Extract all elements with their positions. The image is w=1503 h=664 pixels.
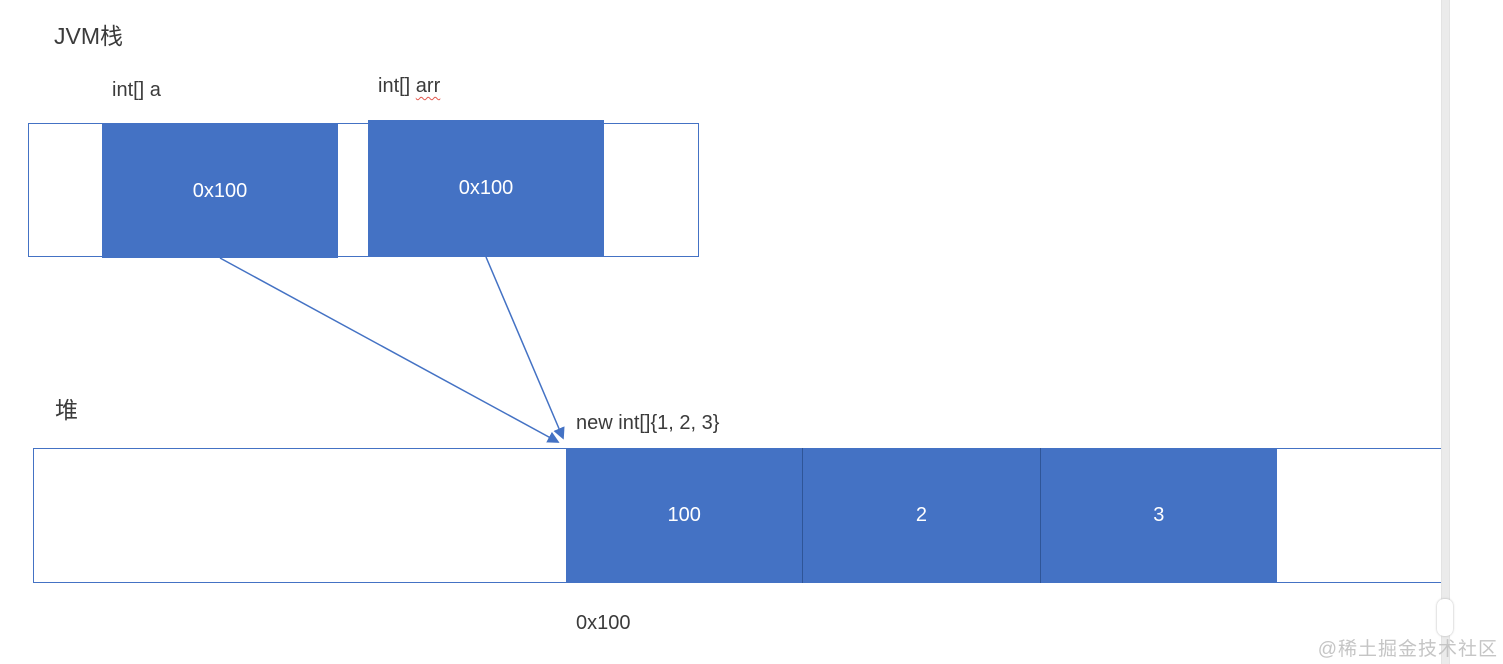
heap-cell-0: 100: [566, 448, 803, 583]
heap-cell-1: 2: [802, 448, 1040, 583]
stack-slot-arr: 0x100: [368, 120, 604, 257]
heap-cell-2: 3: [1039, 448, 1277, 583]
mouse-cursor: [1437, 599, 1453, 636]
heap-cell-0-value: 100: [667, 504, 701, 526]
new-array-label: new int[]{1, 2, 3}: [576, 412, 720, 434]
var-arr-label-name: arr: [415, 75, 441, 97]
heap-cell-1-value: 2: [915, 504, 928, 526]
var-arr-label: int[] arr: [378, 75, 440, 98]
arrow-arr-to-array: [485, 256, 565, 440]
arrow-a-to-array: [219, 257, 560, 443]
jvm-stack-region-label: JVM栈: [54, 23, 123, 49]
scrollbar-track[interactable]: [1441, 0, 1450, 664]
var-arr-label-prefix: int[]: [378, 75, 416, 97]
heap-region-label: 堆: [55, 397, 78, 423]
heap-address-label: 0x100: [576, 612, 631, 634]
var-a-label: int[] a: [112, 79, 161, 101]
stack-slot-a-value: 0x100: [192, 179, 248, 202]
stack-slot-arr-value: 0x100: [458, 177, 514, 199]
watermark: @稀土掘金技术社区: [1317, 639, 1498, 660]
heap-cell-2-value: 3: [1153, 504, 1165, 526]
stack-slot-a: 0x100: [102, 124, 338, 258]
heap-array: 100 2 3: [566, 448, 1277, 583]
